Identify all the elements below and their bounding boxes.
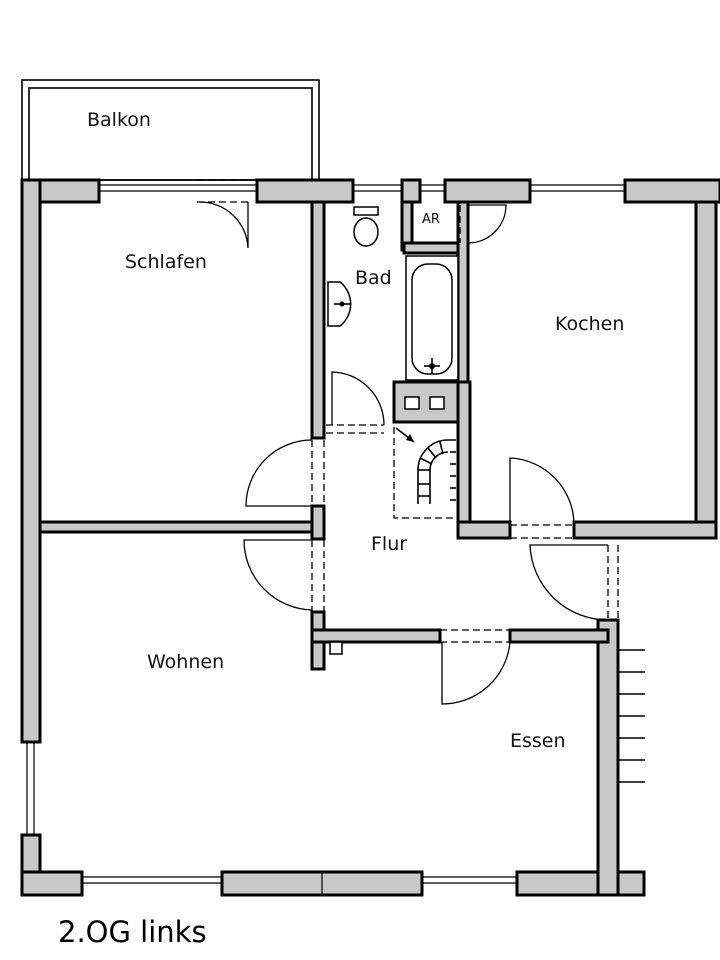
room-label-schlafen: Schlafen <box>125 251 207 273</box>
balcony <box>21 79 320 181</box>
room-label-balkon: Balkon <box>87 109 151 131</box>
bathroom-fixtures <box>327 206 459 381</box>
chimney-shafts <box>329 396 445 655</box>
room-label-bad: Bad <box>355 267 392 289</box>
floor-caption: 2.OG links <box>58 915 207 949</box>
room-label-kochen: Kochen <box>555 313 624 335</box>
room-label-wohnen: Wohnen <box>147 651 224 673</box>
doors <box>197 179 619 705</box>
windows <box>26 184 625 895</box>
room-label-flur: Flur <box>371 533 407 555</box>
staircase <box>393 421 459 519</box>
room-label-essen: Essen <box>510 730 566 752</box>
room-labels: Balkon Schlafen Bad AR Kochen Flur Wohne… <box>87 109 624 752</box>
exterior-steps <box>618 649 645 783</box>
room-label-ar: AR <box>422 212 440 227</box>
